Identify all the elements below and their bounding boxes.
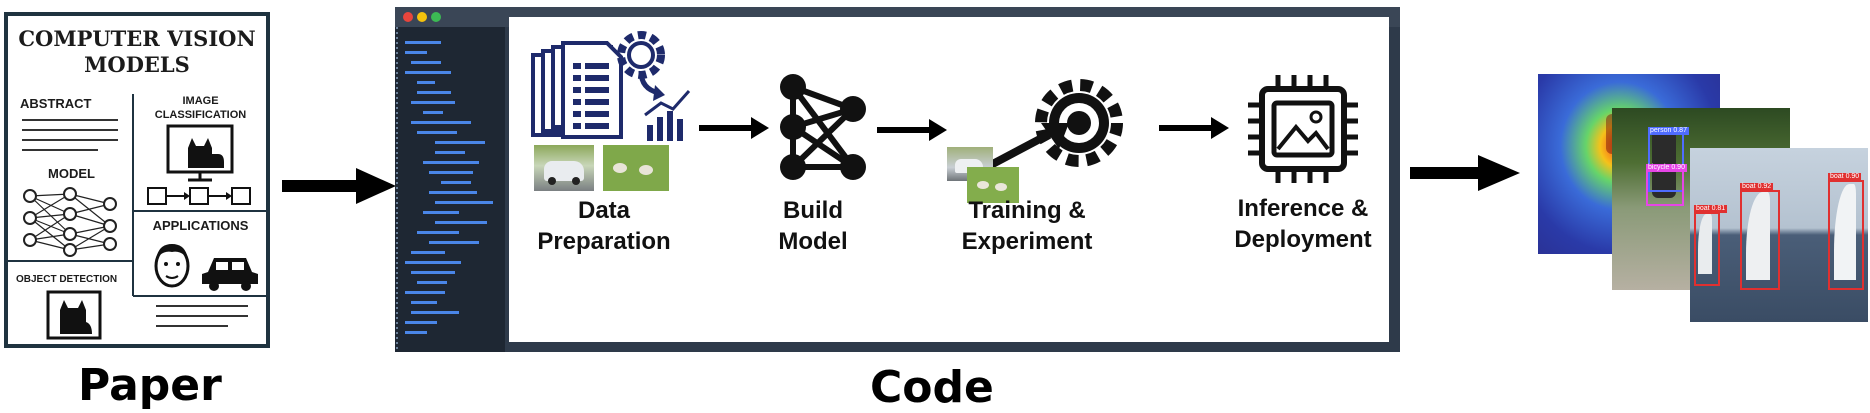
paper-dividers	[8, 94, 266, 297]
code-label: Code	[870, 362, 994, 413]
bicycle-detection-tag: bicycle 0.90	[1646, 164, 1687, 172]
step-training-label: Training & Experiment	[947, 195, 1107, 257]
face-car-icon	[154, 244, 258, 291]
arrow-step-2-to-3	[877, 119, 947, 141]
arrow-step-1-to-2	[699, 117, 769, 139]
boat-1-tag: boat 0.81	[1694, 205, 1728, 213]
applications-text-lines	[156, 305, 248, 327]
close-dot-icon	[403, 12, 413, 22]
person-detection-tag: person 0.87	[1648, 127, 1689, 135]
abstract-text-lines	[22, 119, 118, 151]
boat-detection-image: boat 0.81 boat 0.92 boat 0.90	[1690, 148, 1868, 322]
paper-card: COMPUTER VISION MODELS ABSTRACT IMAGE CL…	[4, 12, 270, 348]
detection-cat-icon	[46, 290, 102, 340]
image-classification-label: IMAGE CLASSIFICATION	[135, 94, 266, 122]
code-lines-graphic	[396, 27, 493, 352]
image-classification-line-1: IMAGE	[182, 95, 219, 107]
step-build-model-label: Build Model	[753, 195, 873, 257]
image-classification-line-2: CLASSIFICATION	[154, 109, 247, 121]
step-2-line-1: Build	[783, 197, 843, 224]
step-1-line-1: Data	[577, 197, 631, 224]
sheep-photo	[603, 145, 669, 191]
step-1-line-2: Preparation	[537, 228, 671, 255]
minimize-dot-icon	[417, 12, 427, 22]
step-data-preparation-label: Data Preparation	[529, 195, 679, 257]
training-gear-icon	[1035, 79, 1123, 167]
abstract-label: ABSTRACT	[20, 96, 92, 111]
arrow-step-3-to-4	[1159, 117, 1229, 139]
step-2-line-2: Model	[778, 228, 848, 255]
paper-title-line-1: COMPUTER VISION	[18, 26, 256, 51]
data-preparation-icon	[531, 31, 691, 141]
boat-2-tag: boat 0.92	[1740, 183, 1774, 191]
code-window: Data Preparation Build	[395, 7, 1400, 352]
step-3-line-1: Training &	[968, 197, 1086, 224]
build-model-network-icon	[780, 74, 866, 180]
inference-chip-icon	[1248, 75, 1358, 183]
object-detection-label: OBJECT DETECTION	[16, 274, 118, 285]
paper-title: COMPUTER VISION MODELS	[8, 26, 266, 78]
classification-flow-icon	[147, 187, 251, 205]
applications-label: APPLICATIONS	[152, 218, 249, 233]
arrow-code-to-results	[1410, 155, 1520, 191]
paper-title-line-2: MODELS	[84, 52, 190, 77]
pipeline-panel: Data Preparation Build	[509, 17, 1389, 342]
step-inference-label: Inference & Deployment	[1223, 193, 1383, 255]
maximize-dot-icon	[431, 12, 441, 22]
arrow-paper-to-code	[282, 168, 396, 204]
car-photo	[534, 145, 594, 191]
boat-3-tag: boat 0.90	[1828, 173, 1862, 181]
step-4-line-2: Deployment	[1234, 226, 1372, 253]
training-arrow-icon	[985, 123, 1069, 171]
paper-label: Paper	[78, 360, 222, 411]
step-4-line-1: Inference &	[1237, 195, 1369, 222]
step-3-line-2: Experiment	[961, 228, 1093, 255]
model-label: MODEL	[48, 166, 95, 181]
neural-net-icon	[23, 187, 117, 257]
code-editor-panel	[395, 27, 505, 352]
monitor-cat-icon	[166, 124, 234, 182]
training-sheep-photo	[967, 167, 1019, 203]
